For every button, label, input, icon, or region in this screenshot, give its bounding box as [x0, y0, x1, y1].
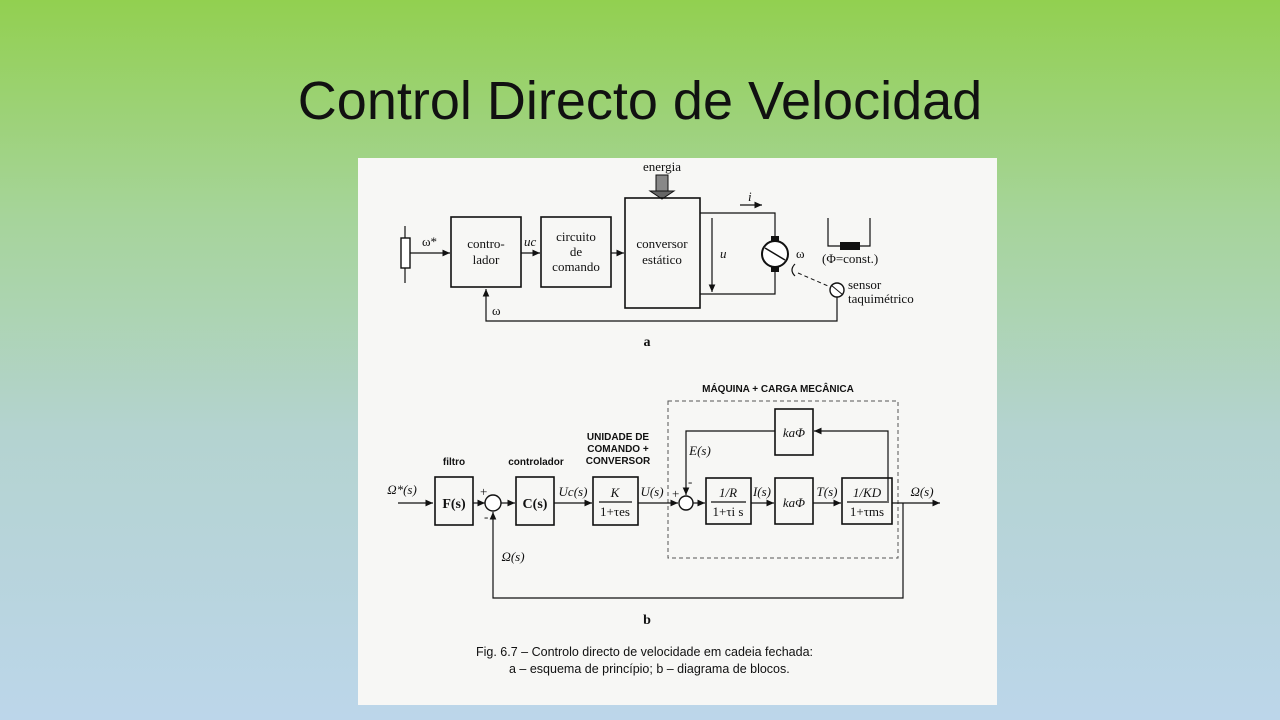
- controller-label-1: contro-: [467, 236, 505, 251]
- torque-const-block: [774, 477, 814, 525]
- field-winding: [840, 242, 860, 250]
- unit-title-2: COMANDO +: [587, 444, 649, 455]
- emf-block-label: kaΦ: [783, 425, 805, 440]
- unit-numerator: K: [610, 485, 621, 500]
- emf-feedback-wire: [814, 427, 889, 503]
- rotation-icon: [791, 263, 796, 277]
- electrical-denominator: 1+τi s: [713, 504, 744, 519]
- slide-title: Control Directo de Velocidad: [297, 71, 983, 131]
- motor-brush-bottom: [771, 266, 779, 272]
- mechanical-block: [841, 477, 893, 525]
- voltage-label: u: [720, 246, 727, 261]
- unit-block: [592, 476, 639, 526]
- filter-block: [434, 476, 474, 526]
- machine-title: MÁQUINA + CARGA MECÂNICA: [702, 382, 854, 395]
- controller-label-b: C(s): [523, 497, 548, 512]
- unit-title-3: CONVERSOR: [586, 456, 651, 467]
- sum1-minus: -: [484, 509, 488, 524]
- controller-block: [450, 216, 522, 288]
- command-circuit-block: [540, 216, 612, 288]
- output-label: Ω(s): [910, 484, 933, 499]
- potentiometer: [400, 237, 411, 269]
- feedback-wire-a: [482, 289, 838, 322]
- sensor-label-1: sensor: [848, 277, 882, 292]
- sum1-plus: +: [480, 484, 487, 499]
- command-label-3: comando: [552, 259, 600, 274]
- mechanical-numerator: 1/KD: [853, 485, 882, 500]
- motor-brush-top: [771, 236, 779, 242]
- converter-label-1: conversor: [636, 236, 688, 251]
- current-label: i: [748, 189, 752, 204]
- field-frame: [827, 218, 871, 247]
- controller-label-2: lador: [473, 252, 500, 267]
- flux-label: (Φ=const.): [822, 251, 878, 266]
- machine-dashed-box: [667, 400, 899, 559]
- converter-block: [624, 197, 701, 309]
- energy-arrow: [655, 174, 669, 192]
- summing-junction-2: [678, 495, 694, 511]
- emf-wire: [682, 430, 775, 495]
- feedback-label-b: Ω(s): [501, 549, 524, 564]
- command-label-2: de: [570, 244, 583, 259]
- motor-wire-bottom: [700, 270, 776, 295]
- speed-feedback-wire: [489, 503, 904, 599]
- unit-denominator: 1+τes: [600, 504, 630, 519]
- motor-wire-top: [700, 212, 776, 238]
- motor-rotor: [764, 247, 786, 261]
- electrical-block: [705, 477, 752, 525]
- emf-block: [774, 408, 814, 456]
- controller-title: controlador: [508, 457, 564, 468]
- u-label: U(s): [640, 484, 663, 499]
- shaft-line: [797, 272, 829, 287]
- input-label: Ω*(s): [387, 482, 417, 497]
- unit-title-1: UNIDADE DE: [587, 432, 650, 443]
- diagram-b: MÁQUINA + CARGA MECÂNICA Ω*(s) filtro F(…: [387, 382, 940, 628]
- energy-arrow-head: [648, 190, 676, 200]
- sum2-minus: -: [688, 474, 692, 489]
- caption-line-2: a – esquema de princípio; b – diagrama d…: [509, 662, 790, 676]
- controller-block-b: [515, 476, 555, 526]
- feedback-label-a: ω: [492, 303, 501, 318]
- command-label-1: circuito: [556, 229, 596, 244]
- caption-line-1: Fig. 6.7 – Controlo directo de velocidad…: [476, 645, 813, 659]
- converter-label-2: estático: [642, 252, 682, 267]
- figure-image: energia ω* contro- lador uc circuito de …: [358, 158, 997, 705]
- tag-a: a: [644, 335, 651, 350]
- tag-b: b: [643, 613, 651, 628]
- uc-label: uc: [524, 234, 537, 249]
- tachometer-mark: [830, 284, 844, 296]
- filter-label: F(s): [442, 497, 466, 512]
- figure-svg: energia ω* contro- lador uc circuito de …: [387, 159, 940, 676]
- omega-label: ω: [796, 246, 805, 261]
- electrical-numerator: 1/R: [719, 485, 737, 500]
- emf-label: E(s): [688, 443, 711, 458]
- filter-title: filtro: [443, 457, 465, 468]
- sum2-plus: +: [672, 486, 679, 501]
- reference-label: ω*: [422, 234, 437, 249]
- diagram-a: energia ω* contro- lador uc circuito de …: [400, 159, 914, 350]
- mechanical-denominator: 1+τms: [850, 504, 884, 519]
- torque-const-label: kaΦ: [783, 495, 805, 510]
- uc-label-b: Uc(s): [559, 484, 588, 499]
- current-label-b: I(s): [752, 484, 771, 499]
- energy-label: energia: [643, 159, 681, 174]
- torque-label: T(s): [817, 484, 838, 499]
- sensor-label-2: taquimétrico: [848, 291, 914, 306]
